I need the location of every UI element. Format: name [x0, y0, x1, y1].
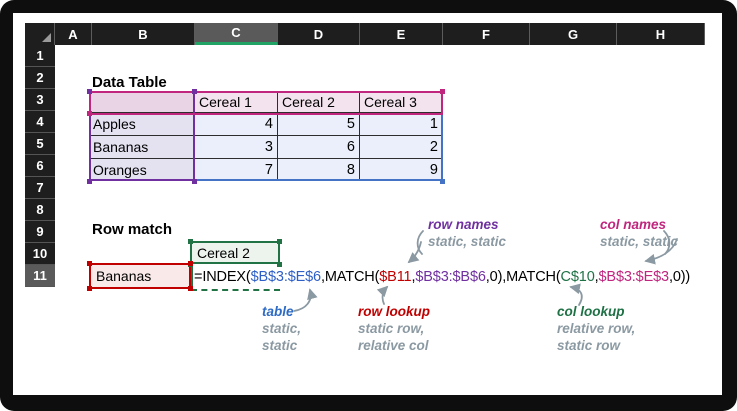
annotation-table: table static, static [262, 304, 302, 353]
table-value-cell[interactable]: 1 [360, 113, 443, 136]
select-all-corner[interactable] [25, 23, 55, 45]
annotation-col-names: col names static, static [600, 217, 679, 249]
table-value-cell[interactable]: 3 [195, 136, 278, 159]
range-handle[interactable] [277, 239, 282, 244]
table-value-cell[interactable]: 8 [278, 159, 360, 181]
formula-cell-marquee [191, 263, 280, 291]
row-header-5[interactable]: 5 [25, 133, 55, 155]
table-header-cell[interactable]: Cereal 2 [278, 91, 360, 113]
data-table-title: Data Table [92, 74, 167, 91]
row-header-3[interactable]: 3 [25, 89, 55, 111]
range-handle[interactable] [188, 286, 193, 291]
range-handle[interactable] [87, 261, 92, 266]
table-value-cell[interactable]: 7 [195, 159, 278, 181]
row-match-title: Row match [92, 221, 173, 238]
range-handle[interactable] [192, 89, 197, 94]
row-header-6[interactable]: 6 [25, 155, 55, 177]
column-header-C[interactable]: C [195, 23, 278, 45]
row-header-2[interactable]: 2 [25, 67, 55, 89]
range-handle[interactable] [87, 179, 92, 184]
range-handle[interactable] [188, 261, 193, 266]
formula-cell-c11[interactable]: =INDEX($B$3:$E$6,MATCH($B11,$B$3:$B$6,0)… [194, 264, 690, 290]
table-row-label[interactable]: Apples [89, 113, 195, 136]
table-value-cell[interactable]: 4 [195, 113, 278, 136]
range-handle[interactable] [440, 89, 445, 94]
range-handle[interactable] [87, 89, 92, 94]
column-header-F[interactable]: F [443, 23, 530, 45]
annotation-row-names: row names static, static [428, 217, 507, 249]
table-value-cell[interactable]: 2 [360, 136, 443, 159]
row-header-11[interactable]: 11 [25, 265, 55, 287]
column-header-A[interactable]: A [55, 23, 92, 45]
table-header-cell[interactable]: Cereal 1 [195, 91, 278, 113]
table-value-cell[interactable]: 9 [360, 159, 443, 181]
range-handle[interactable] [277, 262, 282, 267]
range-handle[interactable] [188, 239, 193, 244]
column-header-D[interactable]: D [278, 23, 360, 45]
row-header-7[interactable]: 7 [25, 177, 55, 199]
range-handle[interactable] [87, 286, 92, 291]
table-row-label[interactable]: Bananas [89, 136, 195, 159]
row-header-4[interactable]: 4 [25, 111, 55, 133]
range-handle[interactable] [87, 111, 92, 116]
row-header-1[interactable]: 1 [25, 45, 55, 67]
range-handle[interactable] [192, 179, 197, 184]
column-header-E[interactable]: E [360, 23, 443, 45]
formula-segment: $B$3:$E$6 [250, 269, 322, 285]
annotation-row-lookup: row lookup static row, relative col [358, 304, 430, 353]
range-handle[interactable] [440, 179, 445, 184]
column-header-B[interactable]: B [92, 23, 195, 45]
column-header-H[interactable]: H [617, 23, 705, 45]
column-header-G[interactable]: G [530, 23, 617, 45]
table-value-cell[interactable]: 6 [278, 136, 360, 159]
cell-c10-col-lookup[interactable]: Cereal 2 [190, 241, 280, 264]
formula-segment: , [594, 269, 599, 285]
row-header-9[interactable]: 9 [25, 221, 55, 243]
formula-segment: ,0)) [668, 269, 691, 285]
row-header-10[interactable]: 10 [25, 243, 55, 265]
table-row-label[interactable]: Oranges [89, 159, 195, 181]
formula-segment: =INDEX( [194, 269, 251, 285]
formula-segment: $B$3:$E$3 [598, 269, 670, 285]
cell-b11-row-lookup[interactable]: Bananas [89, 263, 191, 289]
row-header-8[interactable]: 8 [25, 199, 55, 221]
formula-segment: $B11 [379, 269, 412, 285]
table-value-cell[interactable]: 5 [278, 113, 360, 136]
select-all-triangle-icon [42, 33, 51, 42]
annotation-col-lookup: col lookup relative row, static row [557, 304, 636, 353]
formula-segment: $B$3:$B$6 [415, 269, 486, 285]
formula-segment: C$10 [560, 269, 595, 285]
table-header-cell[interactable]: Cereal 3 [360, 91, 443, 113]
formula-segment: ,MATCH( [320, 269, 380, 285]
table-header-cell[interactable] [89, 91, 195, 113]
formula-segment: ,0),MATCH( [485, 269, 561, 285]
formula-segment: , [411, 269, 416, 285]
